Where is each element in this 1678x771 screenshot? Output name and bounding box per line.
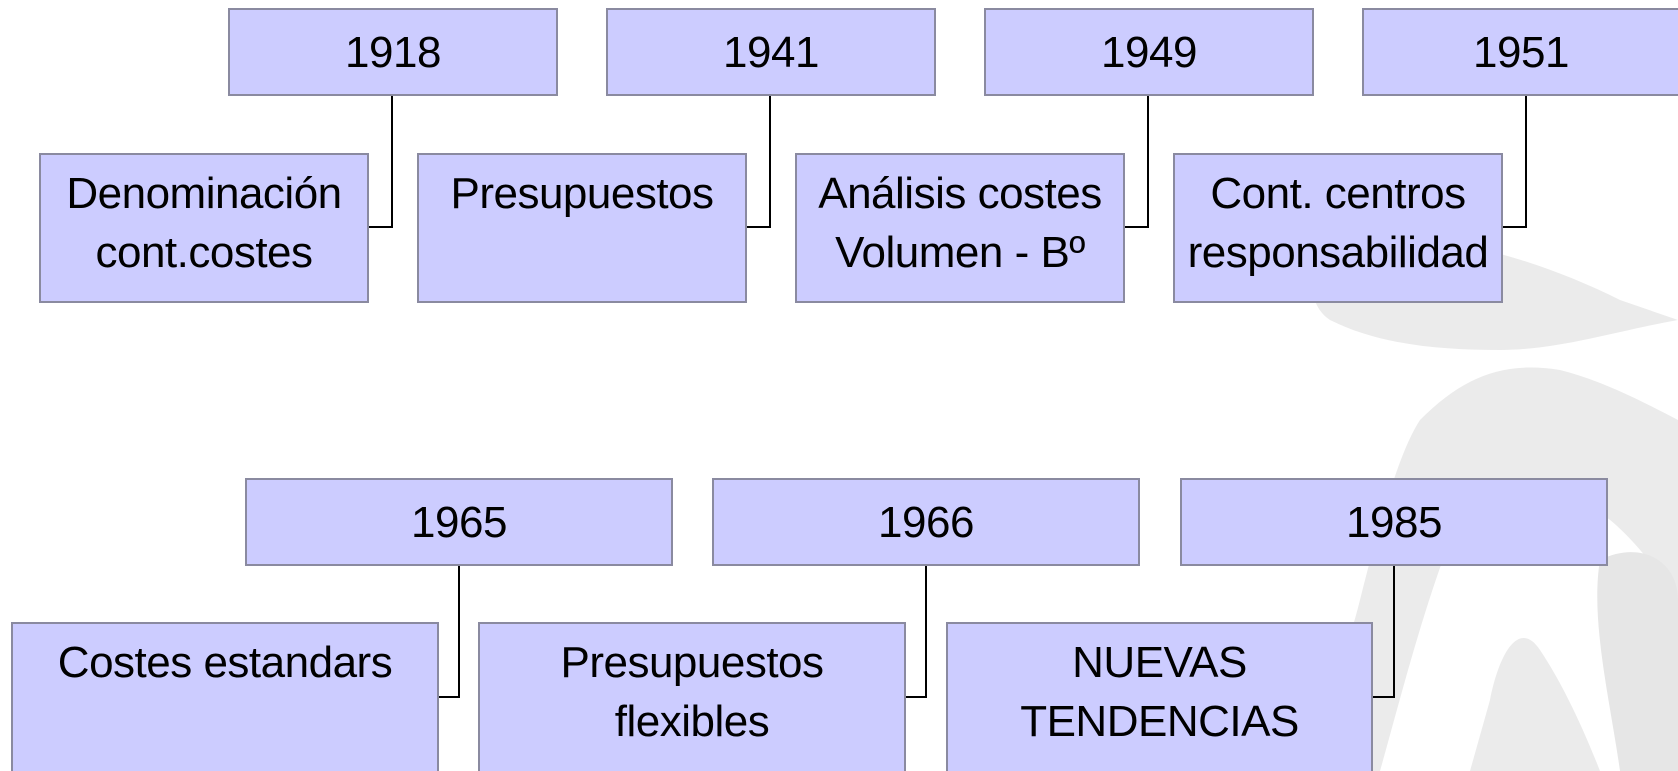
- event-box-1949: Análisis costes Volumen - Bº: [795, 153, 1125, 303]
- connector-1918: [368, 94, 393, 228]
- connector-1965: [437, 564, 460, 698]
- year-label: 1951: [1473, 27, 1569, 77]
- year-box-1965: 1965: [245, 478, 673, 566]
- event-box-1965: Costes estandars: [11, 622, 439, 771]
- year-label: 1985: [1346, 497, 1442, 547]
- event-box-1941: Presupuestos: [417, 153, 747, 303]
- year-label: 1965: [411, 497, 507, 547]
- year-box-1951: 1951: [1362, 8, 1678, 96]
- connector-1966: [904, 564, 927, 698]
- year-label: 1918: [345, 27, 441, 77]
- year-box-1966: 1966: [712, 478, 1140, 566]
- event-box-1918: Denominación cont.costes: [39, 153, 369, 303]
- year-label: 1949: [1101, 27, 1197, 77]
- year-box-1985: 1985: [1180, 478, 1608, 566]
- event-label: NUEVAS TENDENCIAS: [1020, 638, 1299, 746]
- year-box-1949: 1949: [984, 8, 1314, 96]
- event-box-1951: Cont. centros responsabilidad: [1173, 153, 1503, 303]
- event-label: Cont. centros responsabilidad: [1187, 169, 1489, 277]
- event-box-1985: NUEVAS TENDENCIAS: [946, 622, 1373, 771]
- year-box-1918: 1918: [228, 8, 558, 96]
- year-label: 1941: [723, 27, 819, 77]
- connector-1949: [1123, 94, 1149, 228]
- event-label: Análisis costes Volumen - Bº: [818, 169, 1102, 277]
- year-box-1941: 1941: [606, 8, 936, 96]
- connector-1951: [1501, 94, 1527, 228]
- event-label: Denominación cont.costes: [66, 169, 342, 277]
- connector-1941: [745, 94, 771, 228]
- year-label: 1966: [878, 497, 974, 547]
- event-label: Costes estandars: [57, 638, 393, 687]
- connector-1985: [1371, 564, 1395, 698]
- event-box-1966: Presupuestos flexibles: [478, 622, 906, 771]
- event-label: Presupuestos flexibles: [560, 638, 824, 746]
- event-label: Presupuestos: [450, 169, 714, 218]
